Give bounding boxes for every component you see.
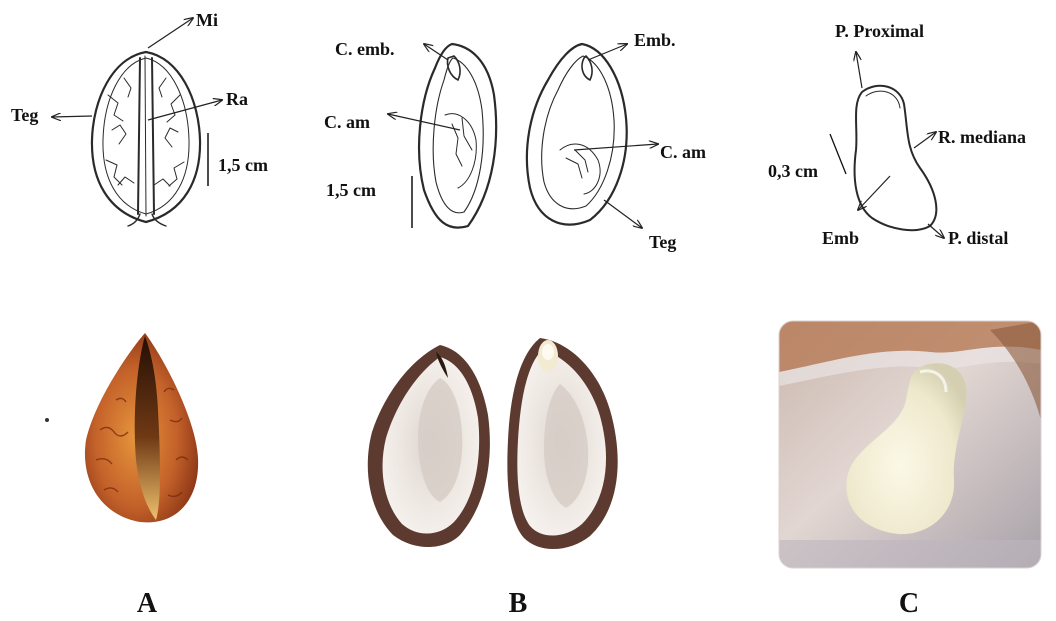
seed-b-photo-left [368, 345, 490, 547]
seed-a-sketch [92, 52, 200, 226]
seed-b-left-sketch [419, 44, 496, 228]
label-emb-b: Emb. [634, 30, 676, 50]
scale-label-b: 1,5 cm [326, 180, 376, 200]
label-mi: Mi [196, 10, 218, 30]
embryo-c-photo [779, 321, 1041, 568]
panel-b-drawing: C. emb. Emb. C. am C. am 1,5 cm Teg [324, 30, 706, 252]
panel-a-drawing: Mi Teg Ra 1,5 cm [11, 10, 268, 226]
label-c-am-left: C. am [324, 112, 370, 132]
label-r-mediana: R. mediana [938, 127, 1026, 147]
seed-b-photo-right [507, 338, 617, 549]
label-teg-a: Teg [11, 105, 38, 125]
seed-a-photo [45, 333, 198, 522]
panel-letter-a: A [137, 588, 158, 619]
seed-b-right-sketch [527, 44, 627, 225]
embryo-c-sketch [855, 86, 937, 230]
scale-bar-c [830, 134, 846, 174]
label-c-emb: C. emb. [335, 39, 395, 59]
panel-letter-b: B [509, 588, 528, 619]
label-p-distal: P. distal [948, 228, 1008, 248]
label-p-proximal: P. Proximal [835, 21, 924, 41]
scale-label-a: 1,5 cm [218, 155, 268, 175]
label-ra: Ra [226, 89, 248, 109]
panel-letter-c: C [899, 588, 919, 619]
label-emb-c: Emb [822, 228, 859, 248]
label-c-am-right: C. am [660, 142, 706, 162]
panel-c-drawing: P. Proximal R. mediana 0,3 cm Emb P. dis… [768, 21, 1026, 248]
label-teg-b: Teg [649, 232, 676, 252]
scale-label-c: 0,3 cm [768, 161, 818, 181]
